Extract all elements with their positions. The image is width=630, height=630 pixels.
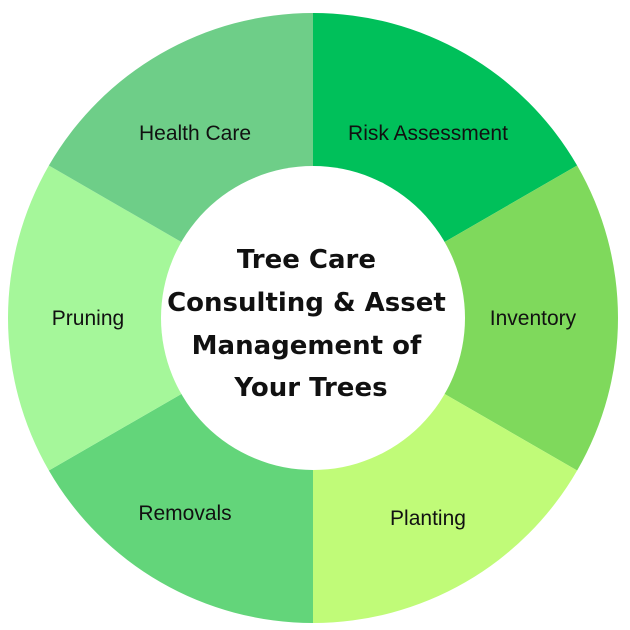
center-title-line-3: Management of — [192, 331, 422, 361]
center-title-line-2: Consulting & Asset — [167, 288, 446, 318]
segment-removals — [48, 393, 314, 623]
center-title-line-4: Your Trees — [233, 373, 387, 403]
center-circle — [161, 166, 465, 470]
segment-health-care — [48, 13, 314, 243]
segment-planting — [313, 393, 578, 623]
segment-label-pruning: Pruning — [52, 307, 124, 330]
segment-label-removals: Removals — [138, 502, 231, 525]
segment-label-risk-assessment: Risk Assessment — [348, 122, 508, 145]
segment-label-health-care: Health Care — [139, 122, 251, 145]
segment-pruning — [7, 165, 184, 471]
segment-label-planting: Planting — [390, 507, 466, 530]
segment-inventory — [442, 165, 618, 471]
segment-risk-assessment — [313, 13, 578, 243]
center-title: Tree Care Consulting & Asset Management … — [167, 245, 455, 403]
segment-label-inventory: Inventory — [490, 307, 577, 330]
center-title-line-1: Tree Care — [237, 245, 376, 275]
